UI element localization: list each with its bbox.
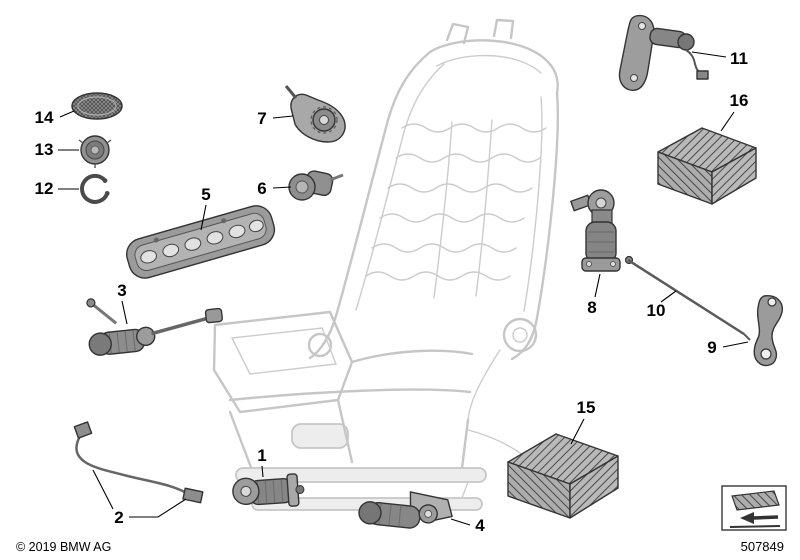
callout-13-label[interactable]: 13 <box>35 140 54 159</box>
callout-13[interactable]: 13 <box>35 140 79 159</box>
callout-9-label[interactable]: 9 <box>707 338 716 357</box>
part-14-mesh-cover <box>71 92 123 120</box>
callout-14-label[interactable]: 14 <box>35 108 54 127</box>
part-3-drive-motor <box>86 298 223 356</box>
callout-5-label[interactable]: 5 <box>201 185 210 204</box>
part-4-motor-assembly <box>358 491 453 529</box>
callout-3[interactable]: 3 <box>117 281 128 325</box>
callout-14[interactable]: 14 <box>35 108 75 127</box>
copyright-text: © 2019 BMW AG <box>16 540 111 554</box>
callout-8-label[interactable]: 8 <box>587 298 596 317</box>
callout-5[interactable]: 5 <box>200 185 211 231</box>
part-11-bracket-motor <box>618 14 709 91</box>
callout-3-label[interactable]: 3 <box>117 281 126 300</box>
callout-16-label[interactable]: 16 <box>730 91 749 110</box>
part-10-rod <box>624 255 751 341</box>
seat-frame-ghost <box>212 18 559 511</box>
callout-11[interactable]: 11 <box>691 49 748 68</box>
part-7-adjuster-bracket <box>284 85 346 143</box>
part-1-gear-motor <box>232 473 305 507</box>
callout-7[interactable]: 7 <box>257 109 294 128</box>
part-2-cable <box>73 421 204 504</box>
callout-2[interactable]: 2 <box>92 469 187 527</box>
callout-1-label[interactable]: 1 <box>257 446 266 465</box>
diagram-number: 507849 <box>741 539 784 554</box>
callout-6-label[interactable]: 6 <box>257 179 266 198</box>
part-6-motor <box>288 170 344 201</box>
part-16-box <box>657 127 757 205</box>
callout-2-label[interactable]: 2 <box>114 508 123 527</box>
callout-6[interactable]: 6 <box>257 179 292 198</box>
callout-15-label[interactable]: 15 <box>577 398 596 417</box>
callout-10[interactable]: 10 <box>647 290 677 320</box>
callout-12-label[interactable]: 12 <box>35 179 54 198</box>
part-13-cap <box>78 135 112 168</box>
callout-12[interactable]: 12 <box>35 179 79 198</box>
callout-4-label[interactable]: 4 <box>475 516 485 535</box>
part-5-seat-pan <box>126 205 276 279</box>
callout-7-label[interactable]: 7 <box>257 109 266 128</box>
part-9-bracket <box>753 295 783 367</box>
part-15-box <box>507 433 619 519</box>
callout-11-label[interactable]: 11 <box>730 49 748 68</box>
callout-15[interactable]: 15 <box>570 398 596 445</box>
callout-4[interactable]: 4 <box>450 516 485 535</box>
callout-10-label[interactable]: 10 <box>647 301 666 320</box>
callout-16[interactable]: 16 <box>720 91 749 132</box>
callout-9[interactable]: 9 <box>707 338 749 357</box>
callout-8[interactable]: 8 <box>587 273 601 317</box>
kit-symbol-icon <box>721 485 787 531</box>
part-12-retaining-ring <box>80 173 110 204</box>
callout-1[interactable]: 1 <box>257 446 267 478</box>
part-8-actuator-motor <box>570 189 621 272</box>
